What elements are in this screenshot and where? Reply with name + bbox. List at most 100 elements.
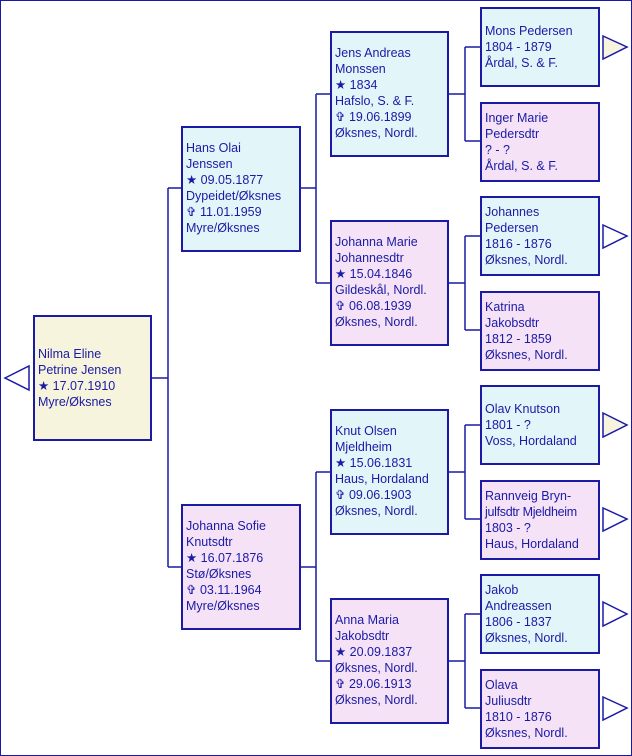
death-date: ✞ 03.11.1964: [186, 583, 262, 597]
place: Øksnes, Nordl.: [485, 253, 568, 267]
place: Årdal, S. & F.: [485, 56, 558, 70]
name-line: Inger Marie: [485, 111, 549, 125]
death-date: ✞ 06.08.1939: [335, 299, 412, 313]
name-line: Johanna Marie: [335, 235, 418, 249]
name-line: Jens Andreas: [335, 46, 411, 60]
life-years: 1806 - 1837: [485, 615, 552, 629]
place: Øksnes, Nordl.: [485, 631, 568, 645]
connector-parent-2: [300, 471, 331, 662]
place: Årdal, S. & F.: [485, 159, 558, 173]
death-place: Myre/Øksnes: [186, 221, 260, 235]
name-line: Knutsdtr: [186, 535, 233, 549]
life-years: 1816 - 1876: [485, 237, 552, 251]
death-place: Øksnes, Nordl.: [335, 504, 418, 518]
person-grandparent-1[interactable]: Jens Andreas Monssen ★ 1834 Hafslo, S. &…: [330, 31, 449, 157]
place: Haus, Hordaland: [485, 537, 579, 551]
birth-place: Haus, Hordaland: [335, 472, 429, 486]
name-line: Olava: [485, 678, 518, 692]
person-great-grandparent-6[interactable]: Rannveig Bryn- julfsdtr Mjeldheim 1803 -…: [480, 480, 600, 560]
name-line: Andreassen: [485, 599, 552, 613]
name-line: Rannveig Bryn-: [485, 489, 572, 503]
person-great-grandparent-4[interactable]: Katrina Jakobsdtr 1812 - 1859 Øksnes, No…: [480, 291, 600, 371]
death-place: Myre/Øksnes: [186, 599, 260, 613]
person-great-grandparent-1[interactable]: Mons Pedersen 1804 - 1879 Årdal, S. & F.: [480, 7, 600, 87]
person-great-grandparent-7[interactable]: Jakob Andreassen 1806 - 1837 Øksnes, Nor…: [480, 574, 600, 654]
person-root[interactable]: Nilma Eline Petrine Jensen ★ 17.07.1910 …: [33, 315, 152, 441]
life-years: 1810 - 1876: [485, 710, 552, 724]
birth-place: Øksnes, Nordl.: [335, 661, 418, 675]
death-date: ✞ 29.06.1913: [335, 677, 412, 691]
connector-gp-1: [448, 46, 481, 142]
connector-gp-2: [448, 235, 481, 331]
person-great-grandparent-5[interactable]: Olav Knutson 1801 - ? Voss, Hordaland: [480, 385, 600, 465]
birth-place: Gildeskål, Nordl.: [335, 283, 427, 297]
birth-place: Hafslo, S. & F.: [335, 94, 415, 108]
arrow-right-icon: [602, 34, 629, 61]
birth-date: ★ 17.07.1910: [38, 379, 116, 393]
death-date: ✞ 19.06.1899: [335, 110, 412, 124]
arrow-right-icon: [602, 695, 629, 722]
name-line: Nilma Eline: [38, 347, 102, 361]
name-line: Mjeldheim: [335, 440, 392, 454]
life-years: 1812 - 1859: [485, 332, 552, 346]
birth-date: ★ 1834: [335, 78, 378, 92]
name-line: Jenssen: [186, 157, 233, 171]
name-line: Petrine Jensen: [38, 363, 122, 377]
person-great-grandparent-3[interactable]: Johannes Pedersen 1816 - 1876 Øksnes, No…: [480, 196, 600, 276]
death-date: ✞ 11.01.1959: [186, 205, 262, 219]
death-date: ✞ 09.06.1903: [335, 488, 412, 502]
birth-date: ★ 15.04.1846: [335, 267, 413, 281]
person-mother[interactable]: Johanna Sofie Knutsdtr ★ 16.07.1876 Stø/…: [181, 504, 301, 630]
person-grandparent-2[interactable]: Johanna Marie Johannesdtr ★ 15.04.1846 G…: [330, 220, 449, 346]
name-line: Jakobsdtr: [335, 629, 390, 643]
place: Øksnes, Nordl.: [485, 348, 568, 362]
birth-place: Myre/Øksnes: [38, 395, 112, 409]
death-place: Øksnes, Nordl.: [335, 126, 418, 140]
name-line: Juliusdtr: [485, 694, 532, 708]
name-line: Jakob: [485, 583, 519, 597]
name-line: Pedersen: [485, 221, 539, 235]
life-years: 1801 - ?: [485, 418, 531, 432]
connector-root: [151, 187, 182, 568]
arrow-right-icon: [602, 506, 629, 533]
connector-parent-1: [300, 93, 331, 284]
person-great-grandparent-2[interactable]: Inger Marie Pedersdtr ? - ? Årdal, S. & …: [480, 102, 600, 182]
birth-date: ★ 09.05.1877: [186, 173, 264, 187]
person-grandparent-4[interactable]: Anna Maria Jakobsdtr ★ 20.09.1837 Øksnes…: [330, 598, 449, 724]
place: Voss, Hordaland: [485, 434, 577, 448]
name-line: Knut Olsen: [335, 424, 397, 438]
connector-gp-4: [448, 613, 481, 709]
name-line: Monssen: [335, 62, 386, 76]
connector-gp-3: [448, 424, 481, 520]
life-years: 1803 - ?: [485, 521, 531, 535]
name-line: Pedersdtr: [485, 127, 540, 141]
name-line: Olav Knutson: [485, 402, 561, 416]
person-grandparent-3[interactable]: Knut Olsen Mjeldheim ★ 15.06.1831 Haus, …: [330, 409, 449, 535]
name-line: Hans Olai: [186, 141, 241, 155]
name-line: Johannesdtr: [335, 251, 404, 265]
arrow-right-icon: [602, 411, 629, 439]
person-great-grandparent-8[interactable]: Olava Juliusdtr 1810 - 1876 Øksnes, Nord…: [480, 669, 600, 749]
arrow-right-icon: [602, 600, 629, 628]
person-father[interactable]: Hans Olai Jenssen ★ 09.05.1877 Dypeidet/…: [181, 126, 301, 252]
birth-place: Stø/Øksnes: [186, 567, 252, 581]
name-line: Johanna Sofie: [186, 519, 266, 533]
life-years: 1804 - 1879: [485, 40, 552, 54]
arrow-left-icon: [3, 364, 30, 392]
place: Øksnes, Nordl.: [485, 726, 568, 740]
name-line: Mons Pedersen: [485, 24, 573, 38]
name-line: julfsdtr Mjeldheim: [485, 505, 577, 519]
birth-date: ★ 16.07.1876: [186, 551, 264, 565]
name-line: Johannes: [485, 205, 540, 219]
death-place: Øksnes, Nordl.: [335, 315, 418, 329]
life-years: ? - ?: [485, 143, 511, 157]
arrow-right-icon: [602, 223, 629, 250]
birth-place: Dypeidet/Øksnes: [186, 189, 282, 203]
name-line: Jakobsdtr: [485, 316, 540, 330]
name-line: Katrina: [485, 300, 525, 314]
birth-date: ★ 15.06.1831: [335, 456, 413, 470]
death-place: Øksnes, Nordl.: [335, 693, 418, 707]
name-line: Anna Maria: [335, 613, 399, 627]
birth-date: ★ 20.09.1837: [335, 645, 413, 659]
